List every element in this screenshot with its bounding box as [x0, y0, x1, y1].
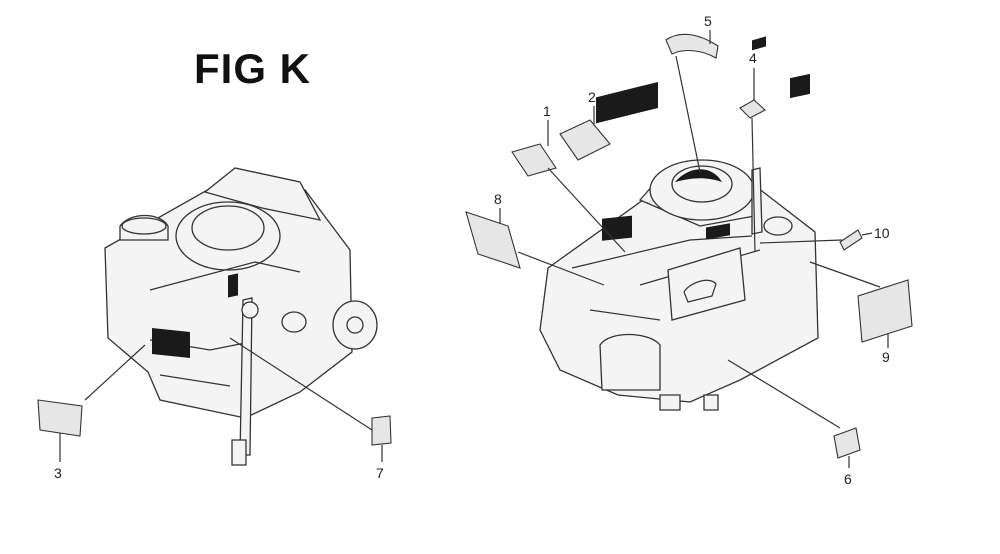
callout-1-group: 1: [511, 103, 626, 253]
callout-4-group: 4: [739, 50, 766, 253]
engine-right: [539, 36, 819, 411]
callout-3: 3: [54, 465, 62, 481]
callout-9-group: 9: [809, 261, 913, 365]
label-part-7: [371, 415, 392, 446]
callout-1: 1: [543, 103, 551, 119]
label-part-6: [833, 427, 861, 459]
label-part-8: [465, 211, 521, 269]
callout-2: 2: [588, 89, 596, 105]
callout-8: 8: [494, 191, 502, 207]
callout-10-group: 10: [759, 225, 890, 251]
label-part-3: [37, 399, 83, 437]
right-engine-label-top: [596, 81, 658, 124]
callout-8-group: 8: [465, 191, 605, 286]
figure-title: FIG K: [194, 45, 311, 92]
label-part-9: [857, 279, 913, 343]
label-part-2: [559, 119, 611, 161]
callout-7-group: 7: [229, 337, 392, 481]
label-part-10: [839, 229, 863, 251]
callout-6: 6: [844, 471, 852, 487]
engine-left: [104, 167, 378, 466]
callout-5-group: 5: [665, 13, 719, 173]
callout-3-group: 3: [37, 344, 146, 481]
label-part-1: [511, 143, 557, 177]
left-engine-label-patch: [152, 327, 190, 358]
callout-10: 10: [874, 225, 890, 241]
label-part-5: [665, 33, 719, 59]
callout-9: 9: [882, 349, 890, 365]
callout-2-group: 2: [559, 89, 611, 161]
label-part-4: [739, 99, 766, 119]
callout-6-group: 6: [727, 359, 861, 487]
callout-5: 5: [704, 13, 712, 29]
callout-7: 7: [376, 465, 384, 481]
callout-4: 4: [749, 50, 757, 66]
